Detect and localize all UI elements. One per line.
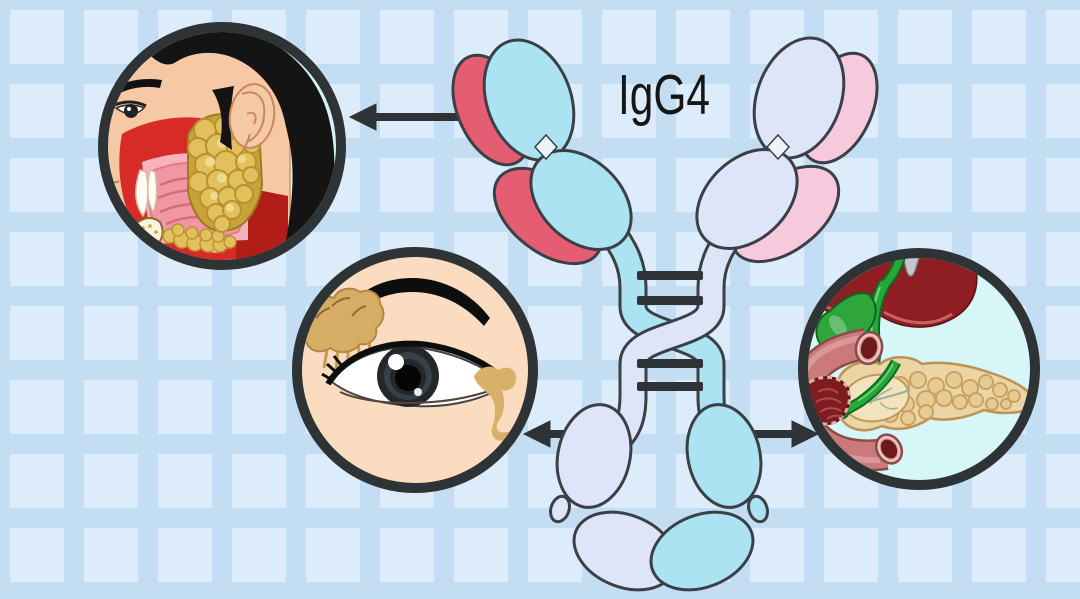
eye <box>111 100 147 118</box>
duodenum-cross-section-bottom <box>874 433 904 465</box>
parotid-gland <box>187 113 264 233</box>
lacrimal-gland-art <box>302 278 517 441</box>
arrows <box>348 103 820 448</box>
sideburn <box>212 86 234 150</box>
disulfide-bonds <box>637 271 703 391</box>
igg4-antibody-illustration <box>451 36 879 592</box>
arrow-salivary-glands <box>348 103 470 131</box>
inset-lacrimal-gland <box>292 247 538 493</box>
hinge-diamond-left <box>533 133 559 161</box>
disulfide-bond <box>637 359 703 368</box>
iris <box>377 345 439 407</box>
ear <box>228 83 276 155</box>
arrowhead-icon <box>522 420 551 448</box>
heavy-chain-right-hinge <box>605 212 752 452</box>
pancreas-lobules <box>881 371 1021 426</box>
eyebrow <box>112 79 162 94</box>
fc-domain-left <box>549 403 678 592</box>
submandibular-gland <box>162 223 237 253</box>
lashes <box>321 355 344 382</box>
hinge-diamond-right <box>765 133 791 161</box>
disulfide-bond <box>637 382 703 391</box>
salivary-glands-art <box>108 32 335 260</box>
duodenum-cross-section-top <box>854 330 884 366</box>
page-title: IgG4 <box>618 63 710 127</box>
inset-pancreas <box>798 248 1040 490</box>
inset-salivary-glands <box>98 22 346 270</box>
inset-border <box>798 248 1040 490</box>
lower-lid-line <box>339 389 493 404</box>
heavy-chain-right-fab <box>695 36 846 251</box>
hinge-diamonds <box>533 133 791 161</box>
disulfide-bond <box>637 296 703 305</box>
fc-domain-right <box>649 403 769 592</box>
heavy-chain-left-fab <box>482 38 633 252</box>
disulfide-bond <box>637 271 703 280</box>
inset-border <box>292 247 538 493</box>
arrowhead-icon <box>348 103 377 131</box>
falciform-ligament <box>896 258 926 277</box>
inset-border <box>98 22 346 270</box>
tear-duct <box>474 366 517 441</box>
arrowhead-icon <box>791 420 820 448</box>
hair <box>140 32 335 260</box>
